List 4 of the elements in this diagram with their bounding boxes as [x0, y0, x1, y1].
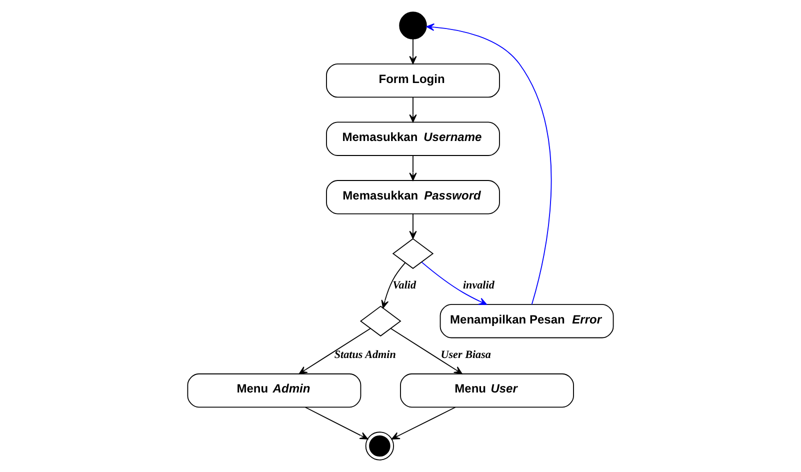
edge-label: Status Admin — [334, 348, 396, 361]
edge-label: invalid — [462, 279, 494, 292]
edge-label: Valid — [392, 279, 416, 292]
edge-label: User Biasa — [440, 348, 491, 361]
